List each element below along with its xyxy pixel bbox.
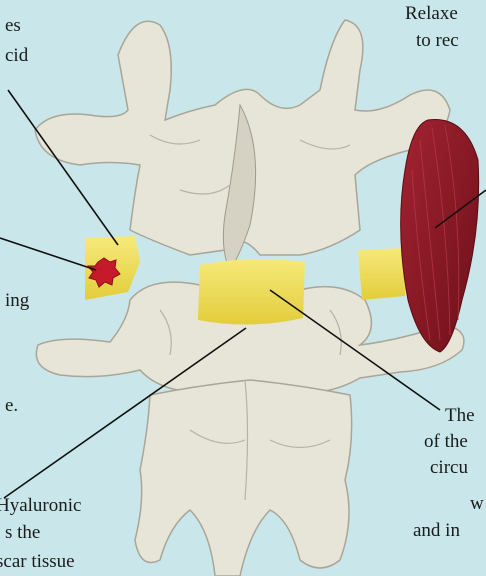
label-top-left-2: cid <box>5 45 65 67</box>
label-top-right-2: to rec <box>416 30 486 52</box>
label-mid-left-1: ing <box>5 290 65 312</box>
label-bottom-right-2: of the <box>424 431 486 453</box>
label-bottom-right-5: and in <box>413 520 486 542</box>
muscle <box>401 120 479 353</box>
label-top-right-1: Relaxe <box>405 3 486 25</box>
upper-vertebra <box>35 20 450 270</box>
label-bottom-left-3: scar tissue <box>0 551 156 573</box>
label-bottom-right-4: w <box>470 493 486 515</box>
label-bottom-right-3: circu <box>430 457 486 479</box>
label-mid-left-2: e. <box>5 395 65 417</box>
label-top-left-1: es <box>5 15 50 37</box>
label-bottom-left-1: Hyaluronic <box>0 495 136 517</box>
label-bottom-right-1: The <box>445 405 486 427</box>
label-bottom-left-2: s the <box>5 522 145 544</box>
lower-vertebra <box>135 380 352 576</box>
